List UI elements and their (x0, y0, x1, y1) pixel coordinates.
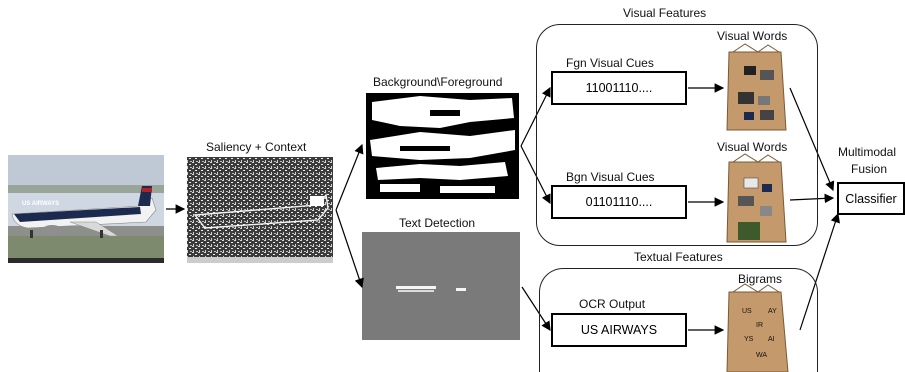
arrow-words1-to-classifier (789, 87, 835, 192)
bigram-token: AI (768, 336, 775, 343)
visual-features-group (536, 24, 818, 246)
text-detection-image (362, 232, 520, 340)
ocr-output-box: US AIRWAYS (551, 313, 687, 347)
ocr-output-label: OCR Output (579, 297, 646, 311)
arrow-saliency-to-bgfg (335, 143, 364, 211)
arrow-bigrams-to-classifier (799, 212, 840, 331)
visual-words-label-1: Visual Words (717, 29, 788, 43)
bigrams-label: Bigrams (738, 272, 783, 286)
bgn-visual-cues-label: Bgn Visual Cues (566, 170, 655, 184)
input-photo (8, 155, 164, 263)
background-foreground-label: Background\Foreground (373, 75, 503, 89)
textual-features-group (539, 268, 818, 372)
saliency-image (187, 157, 333, 263)
bigram-token: YS (744, 336, 754, 343)
photo-airline-text: US AIRWAYS (22, 201, 60, 207)
visual-words-label-2: Visual Words (717, 140, 788, 154)
arrow-text-to-ocr (521, 286, 551, 332)
arrow-saliency-to-text (335, 209, 364, 289)
multimodal-label: Multimodal (838, 145, 897, 159)
saliency-label: Saliency + Context (206, 140, 307, 154)
visual-words-bag-2 (726, 153, 787, 243)
visual-words-bag-1 (726, 43, 787, 131)
arrow-bgfg-to-bgn (520, 145, 551, 205)
bigram-token: IR (756, 322, 763, 329)
fusion-label: Fusion (851, 162, 888, 176)
bigram-token: AY (768, 308, 777, 315)
arrow-bgfg-to-fgn (520, 86, 551, 147)
bigram-token: US (742, 308, 752, 315)
textual-features-label: Textual Features (634, 250, 723, 264)
arrow-words2-to-classifier (789, 193, 835, 204)
fgn-visual-cues-label: Fgn Visual Cues (566, 56, 654, 70)
classifier-box: Classifier (837, 182, 905, 215)
bigram-token: WA (756, 352, 768, 359)
background-foreground-image (366, 93, 519, 199)
bgn-visual-cues-box: 01101110.... (551, 185, 687, 219)
visual-features-label: Visual Features (623, 6, 707, 20)
text-detection-label: Text Detection (399, 216, 476, 230)
bigrams-bag (726, 283, 789, 372)
fgn-visual-cues-box: 11001110.... (551, 71, 687, 105)
